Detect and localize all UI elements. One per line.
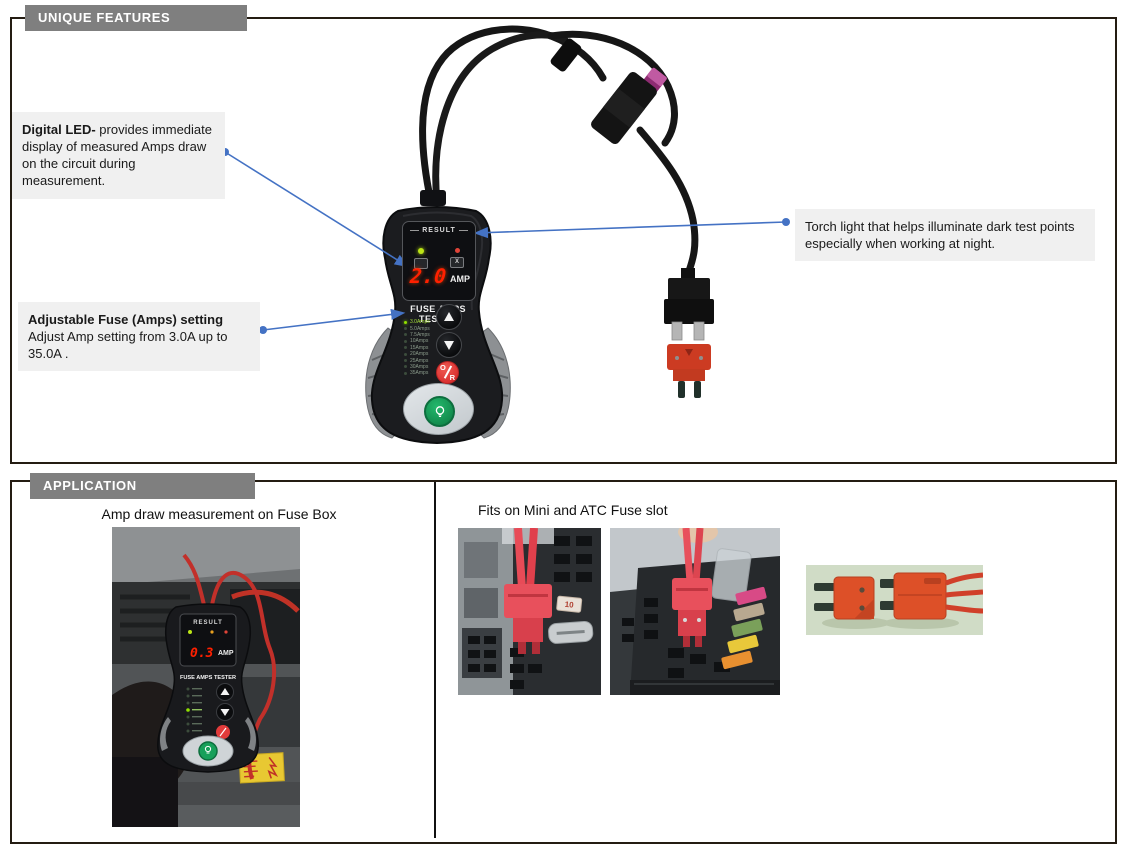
amp-setting-label: 3.0Amps xyxy=(410,319,430,326)
amp-led-icon xyxy=(404,320,407,324)
left-photo-caption: Amp draw measurement on Fuse Box xyxy=(101,506,337,522)
photo-result-label: RESULT xyxy=(193,620,223,626)
callout-adjustable-fuse-title: Adjustable Fuse (Amps) setting xyxy=(28,312,224,327)
result-value: 2.0 xyxy=(409,264,447,288)
down-button xyxy=(436,332,462,358)
amp-setting-label: 35Amps xyxy=(410,370,429,377)
up-button xyxy=(436,304,462,330)
application-header: APPLICATION xyxy=(30,473,255,499)
amp-setting-label: 10Amps xyxy=(410,338,429,345)
amp-led-icon xyxy=(404,333,407,337)
photo-amp-leds xyxy=(186,687,202,733)
x-indicator-icon: X xyxy=(450,257,464,268)
amp-setting-row: 35Amps xyxy=(404,370,438,376)
photo-adapters xyxy=(806,565,983,635)
amp-led-icon xyxy=(404,346,407,350)
photo-tester-device: RESULT 0.3 AMP FUSE AMPS TESTER xyxy=(157,603,259,773)
amp-setting-label: 7.5Amps xyxy=(410,331,430,338)
result-label: RESULT xyxy=(422,227,456,234)
amp-setting-label: 5.0Amps xyxy=(410,325,430,332)
amp-led-icon xyxy=(404,339,407,343)
photo-result-value: 0.3 xyxy=(190,646,214,661)
callout-digital-led-title: Digital LED- xyxy=(22,122,96,137)
callout-adjustable-fuse: Adjustable Fuse (Amps) setting Adjust Am… xyxy=(18,302,260,372)
amp-setting-label: 15Amps xyxy=(410,344,429,351)
photo-device-name: FUSE AMPS TESTER xyxy=(180,675,236,681)
fuse-10-label: 10 xyxy=(564,600,574,610)
unique-features-header: UNIQUE FEATURES xyxy=(25,5,247,31)
application-border xyxy=(10,480,1117,844)
photo-mini-fuse-slot: 10 xyxy=(458,528,601,695)
callout-torch-light: Torch light that helps illuminate dark t… xyxy=(795,209,1095,262)
amp-settings-list: 3.0Amps 5.0Amps 7.5Amps 10Amps 15Amps 20… xyxy=(404,319,438,377)
callout-digital-led-body: provides immediate display of measured A… xyxy=(22,122,212,189)
silver-fuse xyxy=(548,620,594,644)
callout-torch-light-body: Torch light that helps illuminate dark t… xyxy=(805,219,1075,252)
result-unit: AMP xyxy=(450,274,470,284)
amp-setting-label: 25Amps xyxy=(410,357,429,364)
mini-adapter xyxy=(814,576,875,620)
result-display-panel: RESULT X 2.0 AMP xyxy=(402,221,476,301)
or-button-r: R xyxy=(449,373,455,382)
amp-setting-label: 30Amps xyxy=(410,363,429,370)
fuse-slots xyxy=(622,598,730,678)
amp-led-icon xyxy=(404,327,407,331)
on-reset-button: O R xyxy=(436,361,459,384)
or-button-o: O xyxy=(440,363,446,372)
up-arrow-icon xyxy=(443,312,454,321)
amp-led-icon xyxy=(404,365,407,369)
amp-led-icon xyxy=(404,371,407,375)
torch-button xyxy=(424,396,455,427)
fail-led xyxy=(455,248,460,253)
small-fuse-10: 10 xyxy=(556,595,583,613)
photo-fusebox-measurement: RESULT 0.3 AMP FUSE AMPS TESTER xyxy=(112,527,300,827)
amp-setting-label: 20Amps xyxy=(410,351,429,358)
amp-led-icon xyxy=(404,359,407,363)
unique-features-border xyxy=(10,17,1117,464)
pass-led xyxy=(418,248,424,254)
clear-fuse-cover xyxy=(711,548,752,603)
colored-fuses xyxy=(721,586,767,670)
amp-led-icon xyxy=(404,352,407,356)
right-photo-caption: Fits on Mini and ATC Fuse slot xyxy=(478,502,668,518)
down-arrow-icon xyxy=(443,341,454,350)
callout-digital-led: Digital LED- provides immediate display … xyxy=(12,112,225,199)
fuse-slots xyxy=(468,536,592,689)
result-row: RESULT xyxy=(403,227,475,234)
bulb-icon xyxy=(435,405,444,417)
callout-adjustable-fuse-body: Adjust Amp setting from 3.0A up to 35.0A… xyxy=(28,329,228,362)
photo-atc-fuse-slot xyxy=(610,528,780,695)
column-divider xyxy=(434,482,436,838)
atc-adapter xyxy=(880,572,983,620)
red-connector xyxy=(672,528,712,647)
photo-result-unit: AMP xyxy=(218,650,234,657)
red-connector xyxy=(504,528,552,654)
